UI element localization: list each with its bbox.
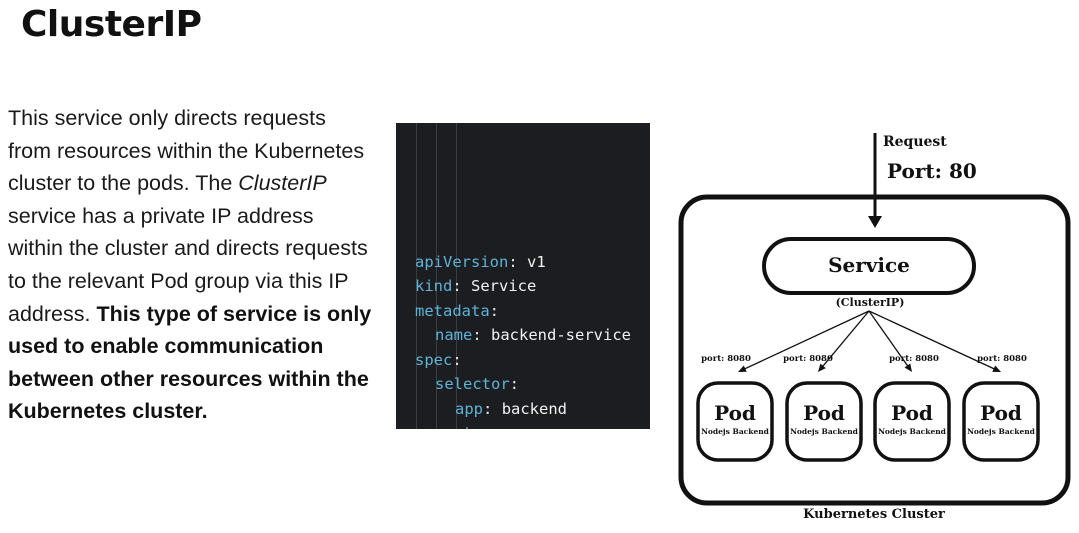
- pod-port-label: port: 8080: [783, 354, 833, 364]
- request-label: Request: [883, 134, 947, 150]
- code-lines: apiVersion: v1 kind: Service metadata: name…: [415, 250, 650, 430]
- pod-label: Pod: [980, 401, 1022, 425]
- code-line: name: backend-service: [435, 326, 631, 344]
- description-bold: This type of service is only used to ena…: [8, 301, 372, 424]
- pod-sublabel: Nodejs Backend: [701, 427, 770, 436]
- pod-arrow-head: [992, 365, 1001, 372]
- description-italic: ClusterIP: [238, 171, 327, 196]
- code-value: backend-service: [491, 326, 631, 344]
- pod-arrow-head: [904, 363, 912, 372]
- code-value: v1: [527, 252, 546, 271]
- request-arrow-head: [868, 216, 882, 228]
- code-line: spec:: [415, 350, 462, 369]
- code-line: ports:: [415, 421, 650, 429]
- pod-port-label: port: 8080: [889, 354, 939, 364]
- kubernetes-cluster-box: [678, 194, 1071, 506]
- pod-arrow-line: [821, 310, 870, 368]
- code-line: metadata:: [415, 301, 499, 320]
- pod-arrow-line: [868, 310, 996, 371]
- pod-port-label: port: 8080: [977, 354, 1027, 364]
- description-text: This service only directs requests from …: [8, 102, 374, 428]
- pod-box: [785, 381, 863, 462]
- pod-arrow-head: [738, 365, 747, 372]
- code-key: apiVersion: [415, 252, 509, 271]
- pod-box: [873, 381, 951, 462]
- code-line: app: backend: [455, 399, 568, 418]
- description-part2: service has a private IP address within …: [8, 203, 368, 326]
- code-line: kind: Service: [415, 277, 537, 295]
- pod-label: Pod: [714, 401, 756, 425]
- code-key: ports: [435, 424, 482, 429]
- indent-guide: [456, 123, 457, 429]
- pod-port-label: port: 8080: [701, 354, 751, 364]
- service-box: [762, 237, 976, 295]
- pod-box: [962, 381, 1040, 462]
- pod-label: Pod: [891, 401, 933, 425]
- pod-arrow-line: [868, 310, 910, 368]
- code-key: spec: [415, 350, 453, 369]
- code-value: backend: [501, 399, 568, 418]
- pod-label: Pod: [803, 401, 845, 425]
- code-key: metadata: [415, 301, 490, 320]
- code-key: name: [435, 326, 473, 344]
- service-type-label: (ClusterIP): [836, 296, 905, 309]
- yaml-code-block: apiVersion: v1 kind: Service metadata: name…: [396, 123, 650, 429]
- cluster-label: Kubernetes Cluster: [803, 507, 945, 522]
- code-line: apiVersion: v1: [415, 252, 546, 271]
- code-key: app: [455, 399, 483, 418]
- indent-guide: [436, 123, 437, 429]
- pod-sublabel: Nodejs Backend: [967, 427, 1036, 436]
- code-value: Service: [471, 277, 537, 295]
- code-line: selector:: [435, 375, 519, 393]
- page-title: ClusterIP: [21, 4, 202, 45]
- code-key: kind: [415, 277, 453, 295]
- pod-arrow-head: [818, 363, 826, 372]
- description-part1: This service only directs requests from …: [8, 106, 365, 196]
- cluster-diagram: Request Port: 80 Kubernetes Cluster Serv…: [678, 133, 1071, 522]
- service-label: Service: [828, 253, 910, 277]
- pod-sublabel: Nodejs Backend: [878, 427, 947, 436]
- pod-sublabel: Nodejs Backend: [790, 427, 859, 436]
- port-label: Port: 80: [887, 159, 977, 183]
- indent-guide: [416, 123, 417, 429]
- pod-box: [696, 381, 774, 462]
- code-key: selector: [435, 375, 510, 393]
- pod-arrow-line: [743, 310, 870, 371]
